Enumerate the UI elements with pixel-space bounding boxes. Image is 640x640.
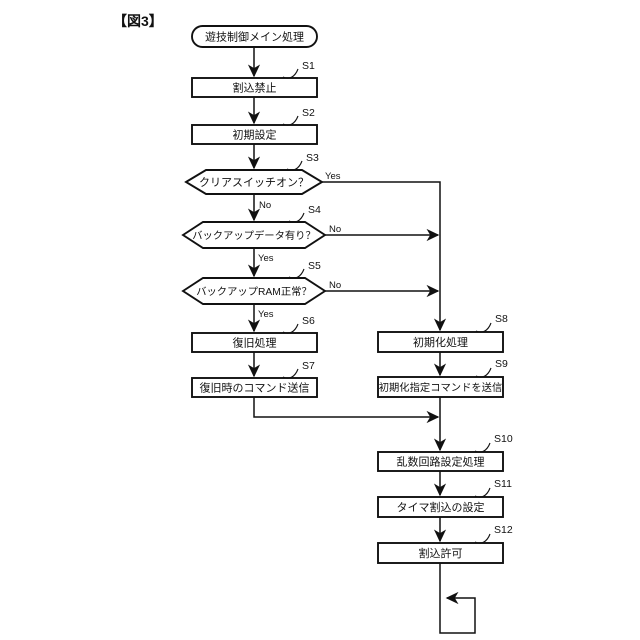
step-s10: 乱数回路設定処理 S10 [377,433,513,472]
step-s11-leader [474,487,491,498]
step-s6-label: 復旧処理 [233,337,277,350]
step-s1-leader [282,68,299,79]
step-s10-label: 乱数回路設定処理 [397,455,485,469]
s5-yes-label: Yes [258,309,274,320]
step-s4-id: S4 [308,204,321,216]
arrow-s3-yes-to-s8 [322,181,447,332]
step-s11-label: タイマ割込の設定 [397,500,485,514]
step-s4-leader [288,212,305,223]
decision-shape-s5 [181,277,327,305]
step-s5-id: S5 [308,260,321,272]
s4-no-label: No [329,224,341,235]
terminal-shape [191,25,318,48]
decision-s3: クリアスイッチオン？ S3 Yes No [184,152,341,211]
process-box-s9 [377,376,504,398]
process-box-s6 [191,332,318,353]
step-s7-leader [282,368,299,379]
step-s6: 復旧処理 S6 [191,315,318,353]
loop-back-arrow [439,563,476,634]
process-box-s12 [377,542,504,564]
process-box-s7 [191,377,318,398]
step-s7: 復旧時のコマンド送信 S7 [191,360,318,398]
step-s2-label: 初期設定 [233,128,277,142]
decision-s4: バックアップデータ有り？ S4 No Yes [181,204,341,264]
process-box-s11 [377,496,504,518]
s3-no-label: No [259,200,271,211]
decision-s5: バックアップRAM正常？ S5 No Yes [181,260,341,320]
step-s12-id: S12 [494,524,513,536]
step-s10-leader [474,442,491,453]
process-box-s1 [191,77,318,98]
step-s11: タイマ割込の設定 S11 [377,478,512,518]
step-s3-leader [286,160,303,171]
decision-shape-s3 [184,169,324,195]
step-s8: 初期化処理 S8 [377,313,508,353]
s3-yes-label: Yes [325,171,341,182]
step-s1: 割込禁止 S1 [191,60,318,98]
decision-s4-label: バックアップデータ有り？ [192,229,316,242]
process-box-s8 [377,331,504,353]
step-s8-label: 初期化処理 [413,335,468,349]
step-s11-id: S11 [494,478,512,490]
step-s9: 初期化指定コマンドを送信 S9 [377,358,508,398]
process-box-s2 [191,124,318,145]
figure-label: 【図3】 [113,13,163,29]
step-s9-id: S9 [495,358,508,370]
decision-shape-s4 [181,221,327,249]
decision-s3-label: クリアスイッチオン？ [199,176,309,189]
step-s12-leader [474,533,491,544]
arrow-s7-to-junction [253,397,440,424]
process-box-s10 [377,451,504,472]
step-s12: 割込許可 S12 [377,524,513,564]
s5-no-label: No [329,280,341,291]
start-terminal-label: 遊技制御メイン処理 [205,30,304,44]
s4-yes-label: Yes [258,253,274,264]
step-s10-id: S10 [494,433,513,445]
step-s8-id: S8 [495,313,508,325]
step-s2: 初期設定 S2 [191,107,318,145]
step-s6-leader [282,323,299,334]
step-s3-id: S3 [306,152,319,164]
step-s8-leader [475,322,492,333]
step-s5-leader [288,268,305,279]
step-s7-id: S7 [302,360,315,372]
step-s7-label: 復旧時のコマンド送信 [200,381,310,395]
start-terminal: 遊技制御メイン処理 [191,25,318,48]
step-s2-id: S2 [302,107,315,119]
step-s9-label: 初期化指定コマンドを送信 [379,381,503,394]
step-s6-id: S6 [302,315,315,327]
decision-s5-label: バックアップRAM正常？ [196,285,312,298]
step-s1-id: S1 [302,60,315,72]
step-s2-leader [282,115,299,126]
step-s1-label: 割込禁止 [233,81,277,95]
step-s12-label: 割込許可 [419,546,463,560]
step-s9-leader [475,367,492,378]
